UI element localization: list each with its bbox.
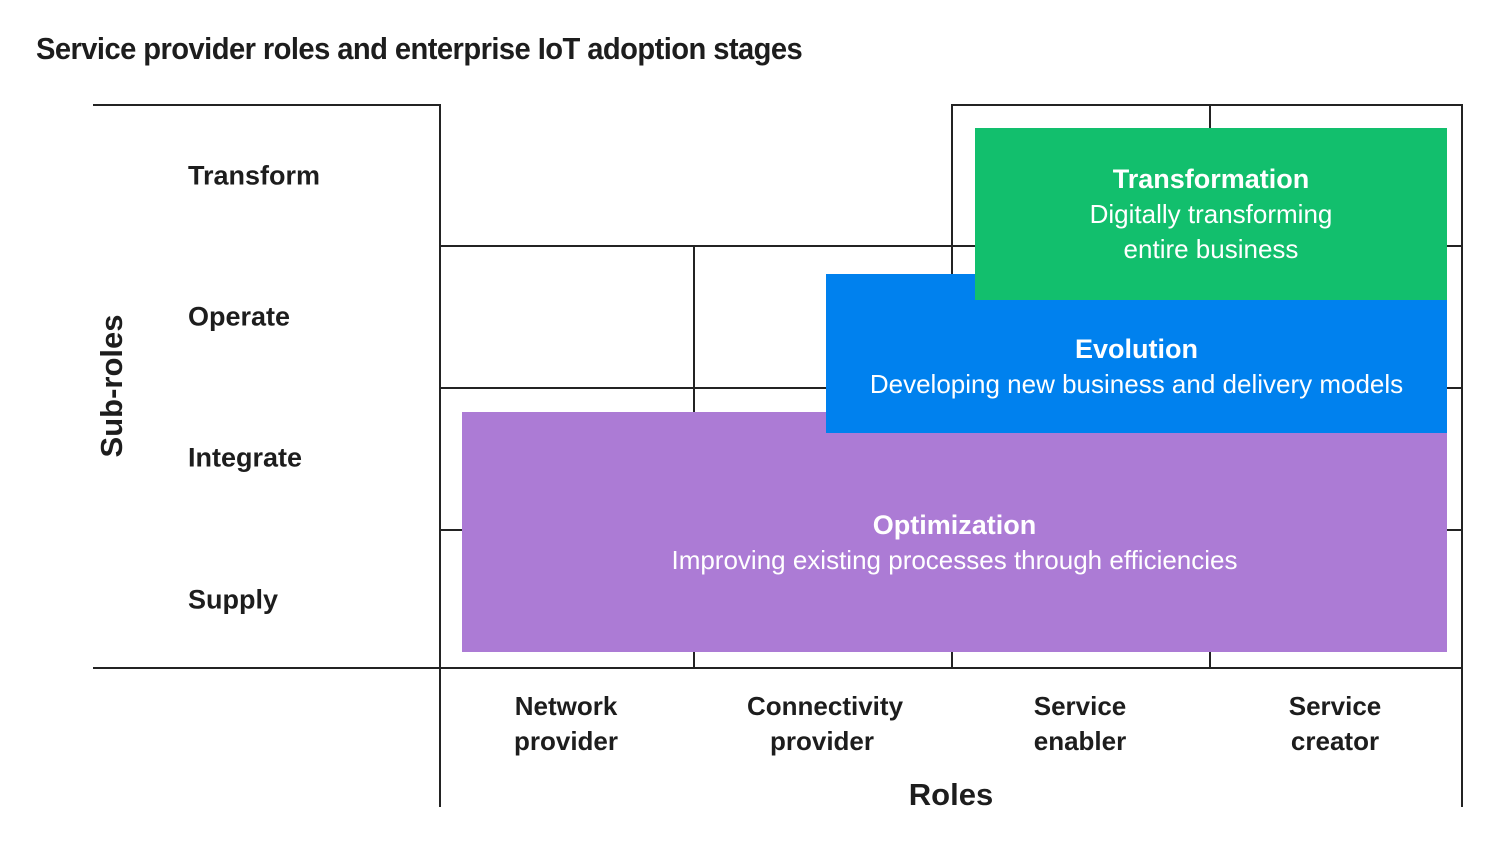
col-label-service-creator: Service creator	[1288, 691, 1382, 756]
x-axis-title: Roles	[908, 777, 994, 812]
stage-block-evolution: Evolution Developing new business and de…	[826, 274, 1447, 433]
stage-block-transformation: Transformation Digitally transforming en…	[975, 128, 1447, 300]
chart-title: Service provider roles and enterprise Io…	[36, 31, 803, 66]
x-axis-line	[93, 667, 1463, 669]
stage-block-optimization: Optimization Improving existing processe…	[462, 412, 1447, 652]
stage-title-optimization: Optimization	[872, 510, 1037, 540]
stage-description-evolution: Developing new business and delivery mod…	[869, 368, 1404, 399]
stage-description-transformation-line2: entire business	[1123, 233, 1299, 264]
row-label-operate: Operate	[188, 301, 291, 332]
row-label-supply: Supply	[188, 584, 279, 615]
stage-description-transformation-line1: Digitally transforming	[1089, 198, 1333, 229]
row-label-transform: Transform	[188, 160, 321, 191]
col-label-connectivity-provider: Connectivity provider	[747, 691, 904, 756]
y-axis-title: Sub-roles	[94, 314, 129, 458]
gridline-labels-divider	[439, 104, 441, 807]
stage-description-optimization: Improving existing processes through eff…	[671, 545, 1238, 575]
col-label-service-enabler: Service enabler	[1033, 691, 1127, 756]
col-label-network-provider: Network provider	[513, 691, 619, 756]
gridline-top-right-segment	[951, 104, 1463, 106]
gridline-right-border	[1461, 104, 1463, 807]
stage-title-transformation: Transformation	[1112, 163, 1310, 194]
row-label-integrate: Integrate	[188, 442, 303, 473]
gridline-top-left-segment	[93, 104, 441, 106]
stage-title-evolution: Evolution	[1075, 333, 1198, 364]
